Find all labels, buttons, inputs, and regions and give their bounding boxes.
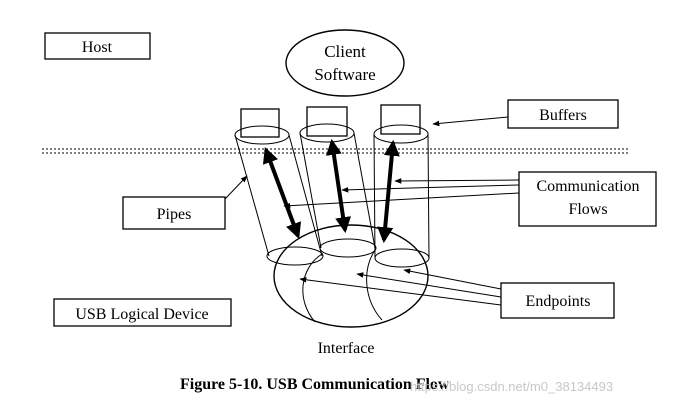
endpoints-label: Endpoints — [526, 293, 591, 310]
interface-ellipse: Interface — [273, 224, 429, 357]
buffers-callout: Buffers — [432, 99, 619, 129]
buffer-box — [306, 106, 348, 137]
pipe-1 — [234, 125, 324, 266]
comm-flows-label-line2: Flows — [568, 201, 607, 218]
interface-label: Interface — [318, 340, 375, 357]
usb-device-label: USB Logical Device — [75, 306, 208, 323]
flow-arrow-3 — [377, 139, 400, 244]
client-label-line1: Client — [324, 42, 366, 61]
client-software-ellipse: Client Software — [285, 29, 405, 97]
buffer-box — [240, 108, 280, 138]
buffers-label: Buffers — [539, 107, 587, 124]
pipes-callout: Pipes — [122, 175, 248, 230]
pipes-label: Pipes — [157, 206, 192, 223]
flow-arrow-2 — [325, 138, 352, 234]
buffer-boxes — [240, 104, 421, 138]
usb-logical-device-box: USB Logical Device — [53, 298, 232, 327]
communication-flows-callout: Communication Flows — [283, 171, 657, 227]
comm-flows-label-line1: Communication — [536, 178, 639, 195]
flow-arrows — [262, 138, 400, 244]
watermark-text: https://blog.csdn.net/m0_38134493 — [410, 379, 613, 394]
pipe-3 — [373, 124, 430, 268]
host-label: Host — [82, 39, 113, 56]
host-device-boundary — [42, 148, 630, 154]
pipe-2 — [299, 123, 377, 258]
buffer-box — [380, 104, 421, 135]
figure-caption: Figure 5-10. USB Communication Flow — [180, 376, 450, 393]
endpoints-callout: Endpoints — [299, 268, 615, 319]
host-box: Host — [44, 32, 151, 60]
client-label-line2: Software — [314, 65, 375, 84]
flow-arrow-1 — [262, 147, 302, 239]
